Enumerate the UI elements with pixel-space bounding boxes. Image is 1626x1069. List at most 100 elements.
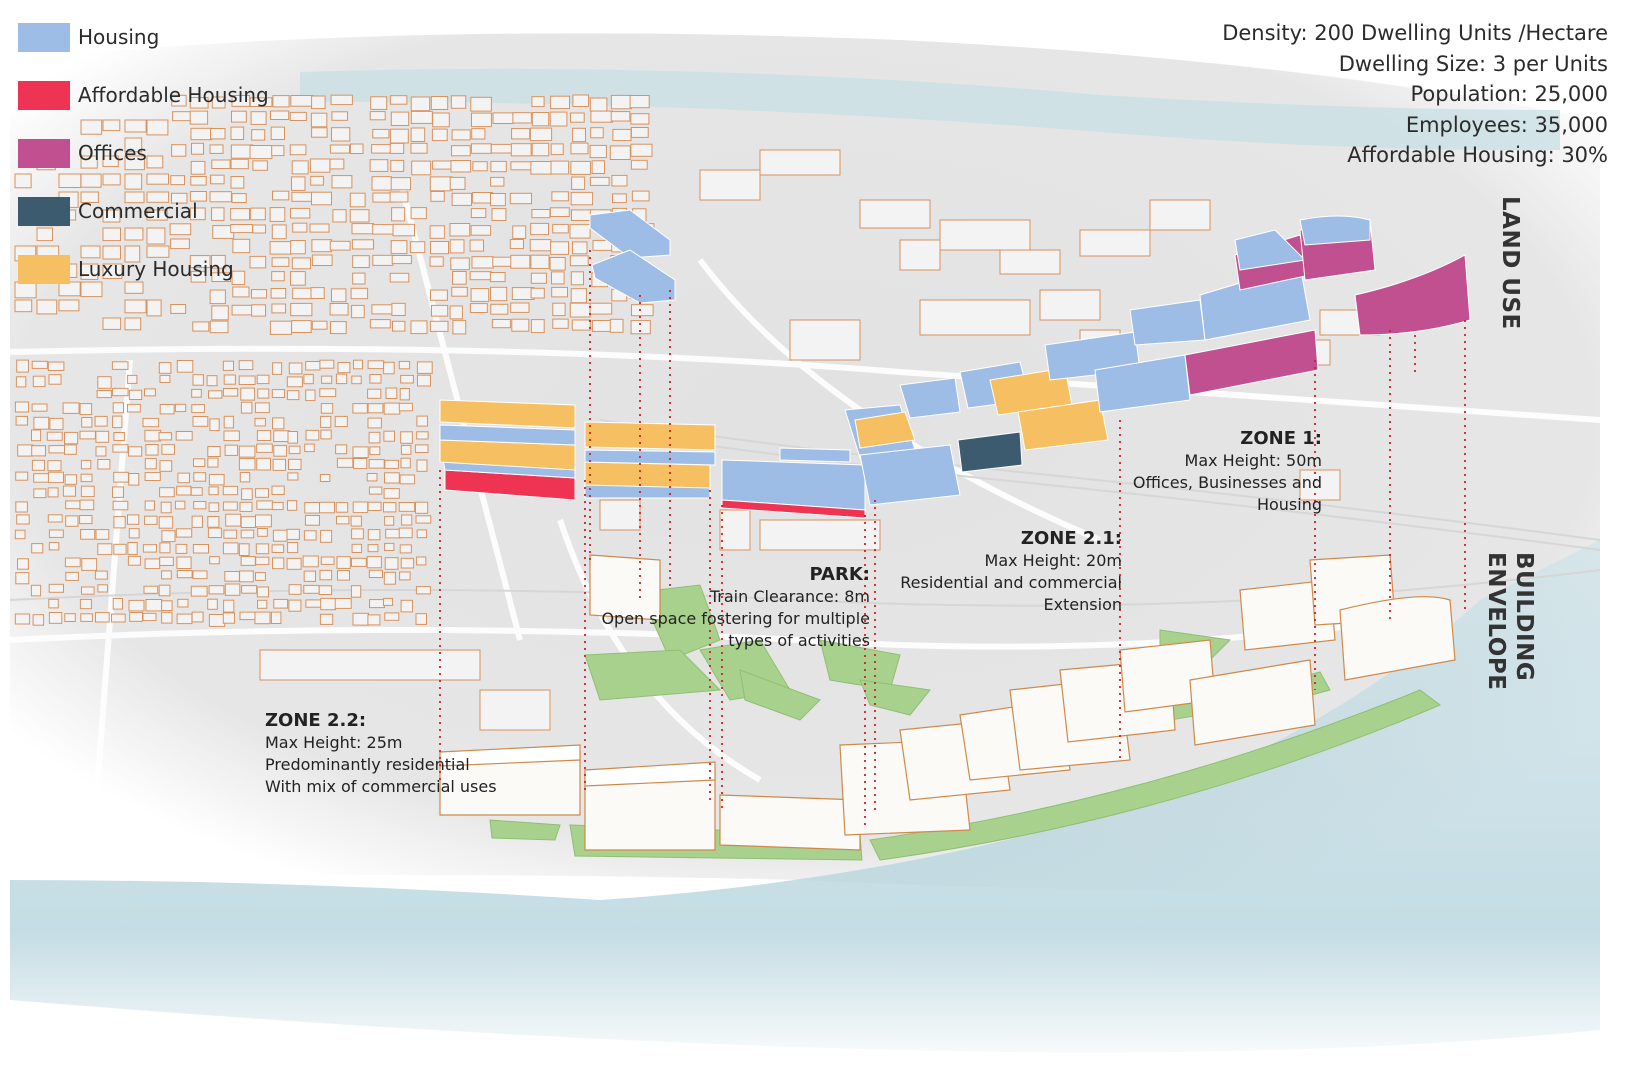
city-block <box>257 599 268 609</box>
city-block <box>287 472 299 481</box>
city-block <box>272 362 283 375</box>
city-block <box>367 614 381 626</box>
city-block <box>251 304 267 317</box>
city-block <box>511 128 531 140</box>
city-block <box>550 160 570 175</box>
city-block <box>64 613 76 623</box>
city-block <box>208 502 220 512</box>
zone22-line: With mix of commercial uses <box>265 777 497 796</box>
city-block <box>331 288 347 303</box>
city-block <box>223 430 240 442</box>
city-block <box>146 209 168 221</box>
city-block <box>170 175 186 186</box>
city-block <box>417 374 431 387</box>
city-block <box>290 95 314 107</box>
city-block <box>171 144 187 157</box>
city-block <box>305 599 322 608</box>
city-block <box>64 431 79 445</box>
city-block <box>319 501 335 514</box>
city-block <box>112 486 124 498</box>
city-block <box>415 586 431 595</box>
city-block <box>286 390 300 401</box>
city-block <box>286 528 300 540</box>
city-block <box>256 457 271 471</box>
zone21-annotation: ZONE 2.1: Max Height: 20m Residential an… <box>880 528 1122 616</box>
city-block <box>102 119 121 132</box>
city-block <box>271 271 285 282</box>
city-block <box>859 199 931 229</box>
city-block <box>14 529 26 540</box>
city-block <box>569 302 591 318</box>
city-block <box>369 374 382 384</box>
city-block <box>255 488 270 498</box>
city-block <box>335 444 348 455</box>
city-block <box>290 207 311 219</box>
city-block <box>15 415 28 426</box>
city-block <box>249 255 267 269</box>
city-block <box>429 256 444 267</box>
city-block <box>209 191 232 203</box>
city-block <box>251 289 268 299</box>
city-block <box>367 544 379 553</box>
city-block <box>399 474 416 485</box>
city-block <box>305 389 316 402</box>
city-block <box>189 191 207 202</box>
city-block <box>549 111 568 127</box>
city-block <box>257 528 268 537</box>
city-block <box>127 374 138 384</box>
city-block <box>429 176 453 192</box>
city-block <box>271 501 284 511</box>
city-block <box>384 516 395 526</box>
city-block <box>570 191 594 206</box>
city-block <box>321 375 333 384</box>
city-block <box>320 597 337 611</box>
city-block <box>102 245 121 260</box>
city-block <box>479 689 551 731</box>
city-block <box>352 255 370 268</box>
city-block <box>510 254 531 269</box>
city-block <box>191 515 204 528</box>
city-block <box>449 305 463 320</box>
city-block <box>272 417 285 430</box>
city-block <box>97 543 113 556</box>
city-block <box>80 155 98 169</box>
city-block <box>1039 289 1101 321</box>
city-block <box>62 402 80 414</box>
city-block <box>332 209 347 223</box>
city-block <box>170 304 187 314</box>
city-block <box>273 598 289 609</box>
legend-item-luxury-housing: Luxury Housing <box>18 254 269 284</box>
city-block <box>271 303 286 314</box>
city-block <box>551 286 569 298</box>
city-block <box>549 207 570 218</box>
city-block <box>65 515 79 527</box>
city-block <box>383 571 396 585</box>
city-block <box>176 570 193 579</box>
city-block <box>303 373 314 385</box>
city-block <box>80 263 99 280</box>
city-block <box>305 361 321 371</box>
city-block <box>570 288 588 304</box>
luxury-housing-stack-left <box>439 399 576 501</box>
city-block <box>450 95 467 109</box>
city-block <box>255 556 270 566</box>
city-block <box>430 191 445 202</box>
city-block <box>609 318 624 333</box>
city-block <box>383 402 401 415</box>
city-block <box>491 319 511 329</box>
city-block <box>337 362 351 374</box>
city-block <box>311 320 328 330</box>
city-block <box>571 209 593 221</box>
city-block <box>209 320 229 334</box>
city-block <box>383 597 394 606</box>
city-block <box>80 191 99 203</box>
city-block <box>207 457 219 468</box>
city-block <box>79 403 93 416</box>
city-block <box>273 430 290 442</box>
city-block <box>384 557 399 570</box>
city-block <box>231 95 251 107</box>
city-block <box>177 472 190 484</box>
city-block <box>291 191 314 202</box>
city-block <box>287 431 298 444</box>
